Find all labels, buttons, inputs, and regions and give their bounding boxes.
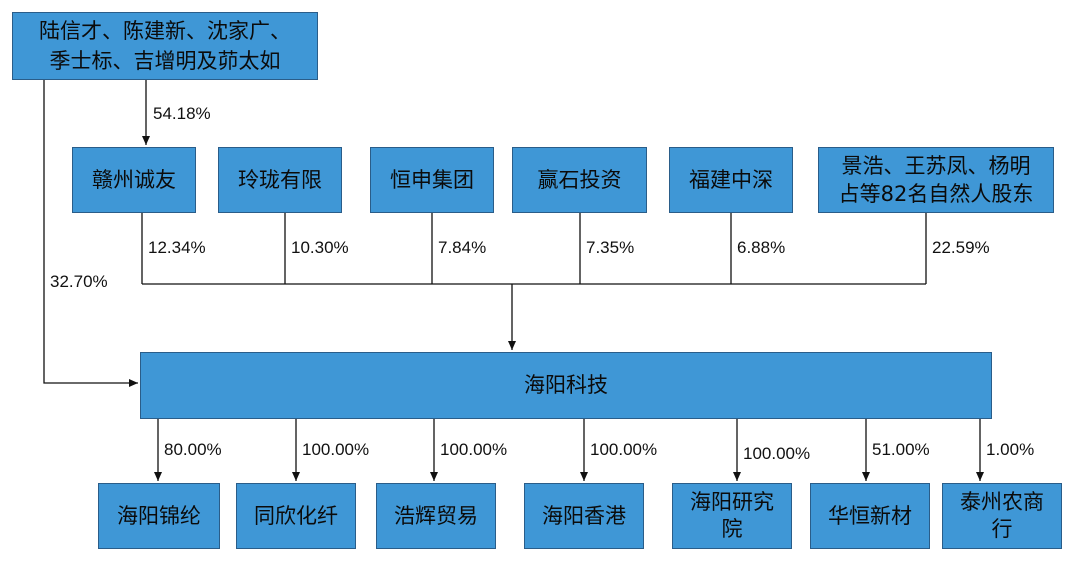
subsidiary-box-taizhou: 泰州农商 行 xyxy=(942,483,1062,549)
subsidiary-box-haohui: 浩辉贸易 xyxy=(376,483,496,549)
shareholder-box-ganzhou: 赣州诚友 xyxy=(72,147,196,213)
pct-shareholder: 12.34% xyxy=(148,238,206,257)
shareholder-box-linglong: 玲珑有限 xyxy=(218,147,342,213)
pct-subsidiary: 51.00% xyxy=(872,440,930,459)
main-company-box: 海阳科技 xyxy=(140,352,992,419)
shareholder-name: 福建中深 xyxy=(689,167,773,192)
subsidiary-box-hongkong: 海阳香港 xyxy=(524,483,644,549)
main-company-name: 海阳科技 xyxy=(524,373,608,397)
shareholder-name-line2: 占等82名自然人股东 xyxy=(838,182,1034,206)
pct-shareholder: 7.84% xyxy=(438,238,487,257)
shareholder-box-fujian: 福建中深 xyxy=(669,147,793,213)
subsidiary-name-line2: 行 xyxy=(991,517,1013,541)
shareholder-name: 赣州诚友 xyxy=(92,167,176,192)
subsidiary-name: 华恒新材 xyxy=(828,503,912,528)
subsidiary-name: 浩辉贸易 xyxy=(394,503,478,528)
pct-shareholder: 10.30% xyxy=(291,238,349,257)
subsidiary-box-research: 海阳研究 院 xyxy=(672,483,792,549)
pct-subsidiary: 100.00% xyxy=(743,444,811,463)
subsidiary-name: 同欣化纤 xyxy=(254,503,338,528)
subsidiary-name-line2: 院 xyxy=(721,517,743,541)
top-shareholders-line1: 陆信才、陈建新、沈家广、 xyxy=(39,19,291,43)
pct-subsidiary: 100.00% xyxy=(440,440,508,459)
subsidiary-name-line1: 海阳研究 xyxy=(690,490,774,514)
pct-subsidiary: 1.00% xyxy=(986,440,1035,459)
subsidiary-name: 海阳香港 xyxy=(542,503,626,528)
top-shareholders-line2: 季士标、吉增明及茆太如 xyxy=(49,49,281,73)
shareholder-name-line1: 景浩、王苏凤、杨明 xyxy=(841,154,1031,178)
shareholder-box-hengshen: 恒申集团 xyxy=(370,147,494,213)
pct-shareholder: 7.35% xyxy=(586,238,635,257)
pct-shareholder: 22.59% xyxy=(932,238,990,257)
pct-subsidiary: 100.00% xyxy=(302,440,370,459)
top-shareholders-box: 陆信才、陈建新、沈家广、 季士标、吉增明及茆太如 xyxy=(12,12,318,80)
shareholder-name: 恒申集团 xyxy=(390,167,474,192)
pct-top-to-main: 32.70% xyxy=(50,272,108,291)
line-top-to-main xyxy=(43,80,138,387)
pct-subsidiary: 100.00% xyxy=(590,440,658,459)
shareholder-box-natural-persons: 景浩、王苏凤、杨明 占等82名自然人股东 xyxy=(818,147,1054,213)
subsidiary-box-tongxin: 同欣化纤 xyxy=(236,483,356,549)
pct-top-to-ganzhou: 54.18% xyxy=(153,104,211,123)
shareholder-box-yingshi: 赢石投资 xyxy=(512,147,647,213)
shareholder-name: 玲珑有限 xyxy=(238,167,322,192)
subsidiary-name: 海阳锦纶 xyxy=(117,503,201,528)
pct-shareholder: 6.88% xyxy=(737,238,786,257)
subsidiary-box-jinlun: 海阳锦纶 xyxy=(98,483,220,549)
pct-subsidiary: 80.00% xyxy=(164,440,222,459)
subsidiary-name-line1: 泰州农商 xyxy=(960,490,1044,514)
shareholder-name: 赢石投资 xyxy=(537,167,622,192)
subsidiary-box-huaheng: 华恒新材 xyxy=(810,483,930,549)
